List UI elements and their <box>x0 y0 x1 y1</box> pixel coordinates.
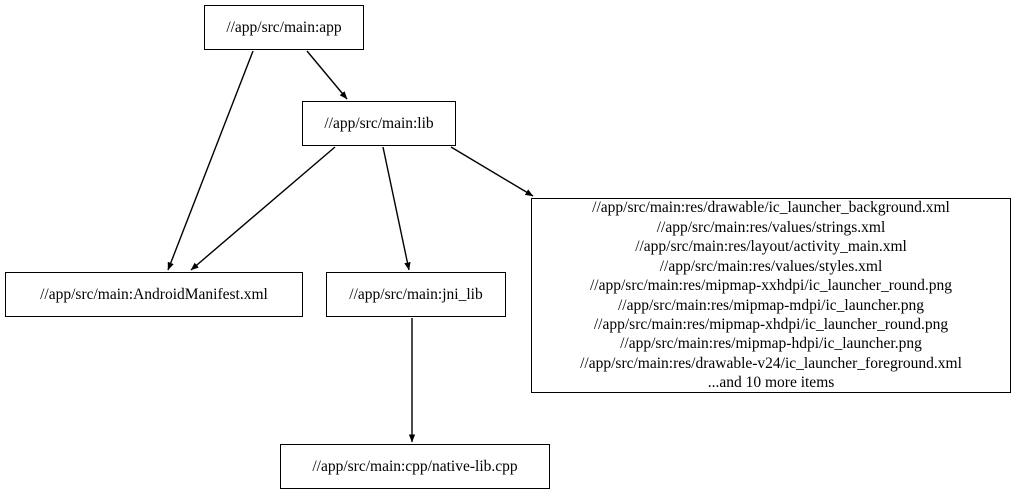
graph-node-label-manifest: //app/src/main:AndroidManifest.xml <box>40 285 268 303</box>
graph-edge-lib-to-res-group <box>450 146 534 197</box>
graph-node-lib[interactable]: //app/src/main:lib <box>302 101 456 146</box>
graph-node-app[interactable]: //app/src/main:app <box>204 5 364 50</box>
graph-node-jni_lib[interactable]: //app/src/main:jni_lib <box>326 272 506 317</box>
graph-node-label-res_group: //app/src/main:res/drawable/ic_launcher_… <box>580 199 962 392</box>
graph-edge-lib-to-manifest <box>190 146 336 271</box>
graph-edge-lib-to-jni-lib <box>382 146 411 271</box>
graph-node-label-jni_lib: //app/src/main:jni_lib <box>349 285 483 303</box>
graph-node-native_lib[interactable]: //app/src/main:cpp/native-lib.cpp <box>280 444 550 489</box>
graph-edge-app-to-manifest <box>167 50 254 271</box>
graph-node-manifest[interactable]: //app/src/main:AndroidManifest.xml <box>5 272 303 317</box>
graph-node-label-native_lib: //app/src/main:cpp/native-lib.cpp <box>312 457 518 475</box>
graph-node-res_group[interactable]: //app/src/main:res/drawable/ic_launcher_… <box>531 198 1011 393</box>
graph-node-label-app: //app/src/main:app <box>226 18 342 36</box>
graph-edge-app-to-lib <box>306 50 348 100</box>
graph-node-label-lib: //app/src/main:lib <box>324 114 434 132</box>
